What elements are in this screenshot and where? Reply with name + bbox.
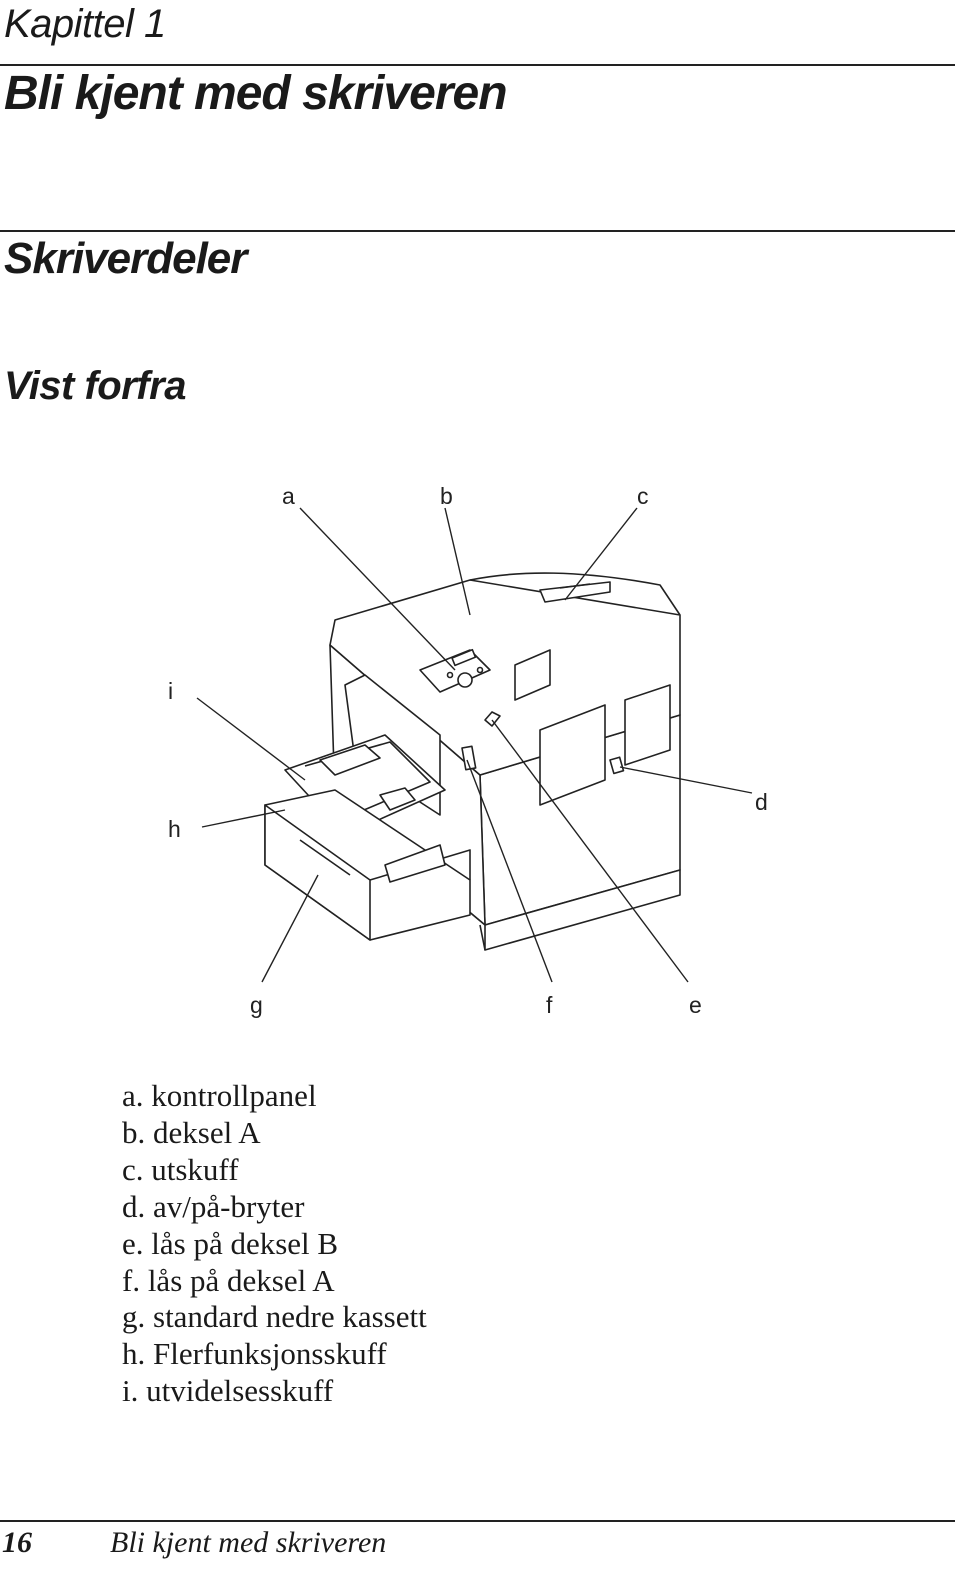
- callout-c: c: [637, 483, 649, 509]
- legend-item: e. lås på deksel B: [122, 1225, 339, 1261]
- callout-h: h: [168, 816, 181, 842]
- callout-b: b: [440, 483, 453, 509]
- printer-drawing: a b c d e f g h i: [168, 483, 768, 1018]
- callout-a: a: [282, 483, 295, 509]
- legend-item: b. deksel A: [122, 1114, 261, 1150]
- legend-item: d. av/på-bryter: [122, 1188, 305, 1224]
- footer-rule: [0, 1520, 955, 1522]
- callout-g: g: [250, 992, 263, 1018]
- legend-item: g. standard nedre kassett: [122, 1299, 427, 1335]
- legend-item: c. utskuff: [122, 1151, 239, 1187]
- legend-item: i. utvidelsesskuff: [122, 1373, 334, 1409]
- section-rule: [0, 230, 955, 232]
- callout-d: d: [755, 789, 768, 815]
- legend-item: h. Flerfunksjonsskuff: [122, 1336, 387, 1372]
- printer-body: [264, 572, 681, 951]
- printer-front-illustration: a b c d e f g h i: [140, 470, 820, 1030]
- callout-e: e: [689, 992, 702, 1018]
- parts-legend: a. kontrollpanel b. deksel A c. utskuff …: [122, 1078, 427, 1410]
- callout-i: i: [168, 678, 173, 704]
- chapter-title: Bli kjent med skriveren: [4, 67, 508, 120]
- callout-labels: a b c d e f g h i: [168, 483, 768, 1018]
- chapter-label: Kapittel 1: [4, 2, 166, 46]
- running-title: Bli kjent med skriveren: [110, 1526, 387, 1559]
- header-rule: [0, 64, 955, 66]
- subsection-title: Vist forfra: [4, 364, 186, 408]
- legend-item: a. kontrollpanel: [122, 1078, 317, 1113]
- legend-item: f. lås på deksel A: [122, 1262, 335, 1298]
- section-title: Skriverdeler: [4, 234, 247, 283]
- page-number: 16: [2, 1526, 32, 1559]
- callout-f: f: [546, 992, 553, 1018]
- callout-leaders: [196, 507, 753, 983]
